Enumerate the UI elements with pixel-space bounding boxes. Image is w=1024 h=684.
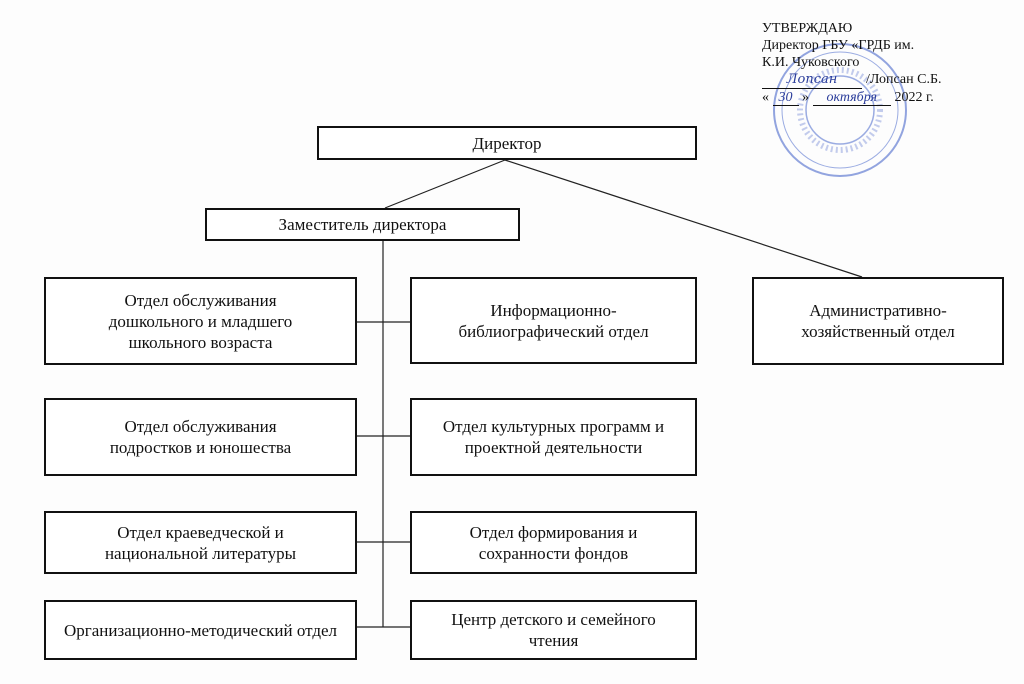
box-deputy: Заместитель директора (205, 208, 520, 241)
line-director-admin (504, 159, 863, 278)
box-middle-4: Центр детского и семейного чтения (410, 600, 697, 660)
line-director-deputy (384, 159, 506, 209)
box-left-4: Организационно-методический отдел (44, 600, 357, 660)
approval-block: УТВЕРЖДАЮ Директор ГБУ «ГРДБ им. К.И. Чу… (762, 20, 942, 106)
box-left-1: Отдел обслуживания дошкольного и младшег… (44, 277, 357, 365)
approval-name: /Лопсан С.Б. (866, 72, 942, 87)
approval-date: « 30 » октября 2022 г. (762, 89, 942, 106)
box-left-2: Отдел обслуживания подростков и юношеств… (44, 398, 357, 476)
approval-position: Директор ГБУ «ГРДБ им. (762, 38, 915, 53)
date-quote: « (762, 90, 769, 105)
box-director: Директор (317, 126, 697, 160)
box-admin: Административно-хозяйственный отдел (752, 277, 1004, 365)
box-middle-1: Информационно-библиографический отдел (410, 277, 697, 364)
date-year: 2022 г. (894, 90, 934, 105)
date-month: октября (812, 90, 892, 106)
date-day: 30 (772, 90, 799, 106)
date-quote-close: » (802, 90, 809, 105)
approval-signature-line: Лопсан/Лопсан С.Б. (762, 71, 942, 89)
signature: Лопсан (762, 71, 862, 89)
approval-title: УТВЕРЖДАЮ (762, 21, 853, 36)
box-middle-2: Отдел культурных программ и проектной де… (410, 398, 697, 476)
official-stamp (773, 43, 907, 177)
box-middle-3: Отдел формирования и сохранности фондов (410, 511, 697, 574)
box-left-3: Отдел краеведческой и национальной литер… (44, 511, 357, 574)
approval-position-2: К.И. Чуковского (762, 55, 860, 70)
